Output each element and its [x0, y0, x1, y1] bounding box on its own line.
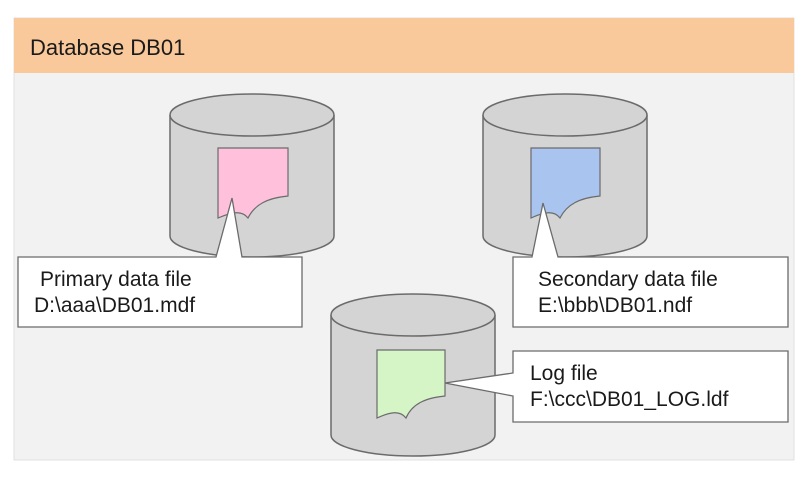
document-icon[interactable]: [376, 349, 446, 420]
callout-secondary-shape: [512, 202, 789, 328]
secondary-file-label: Secondary data file: [538, 268, 718, 291]
callout-log-shape: [444, 350, 789, 423]
callout-secondary-data-file: Secondary data file E:\bbb\DB01.ndf: [512, 202, 789, 328]
callout-primary-shape: [17, 197, 303, 328]
database-title: Database DB01: [30, 35, 185, 60]
primary-file-label: Primary data file: [40, 268, 192, 291]
disk-secondary: [482, 93, 648, 258]
primary-file-path: D:\aaa\DB01.mdf: [34, 294, 195, 317]
callout-log-file: Log file F:\ccc\DB01_LOG.ldf: [444, 350, 789, 423]
document-icon[interactable]: [530, 147, 601, 220]
disk-secondary-top: [482, 93, 648, 137]
log-file-label: Log file: [530, 362, 598, 385]
disk-primary-top: [169, 93, 335, 137]
disk-log: [330, 293, 496, 457]
database-header-band: [14, 18, 794, 73]
callout-primary-data-file: Primary data file D:\aaa\DB01.mdf: [17, 197, 303, 328]
disk-primary: [169, 93, 335, 258]
disk-log-top: [330, 293, 496, 337]
log-file-path: F:\ccc\DB01_LOG.ldf: [530, 388, 729, 411]
secondary-file-path: E:\bbb\DB01.ndf: [538, 294, 692, 317]
